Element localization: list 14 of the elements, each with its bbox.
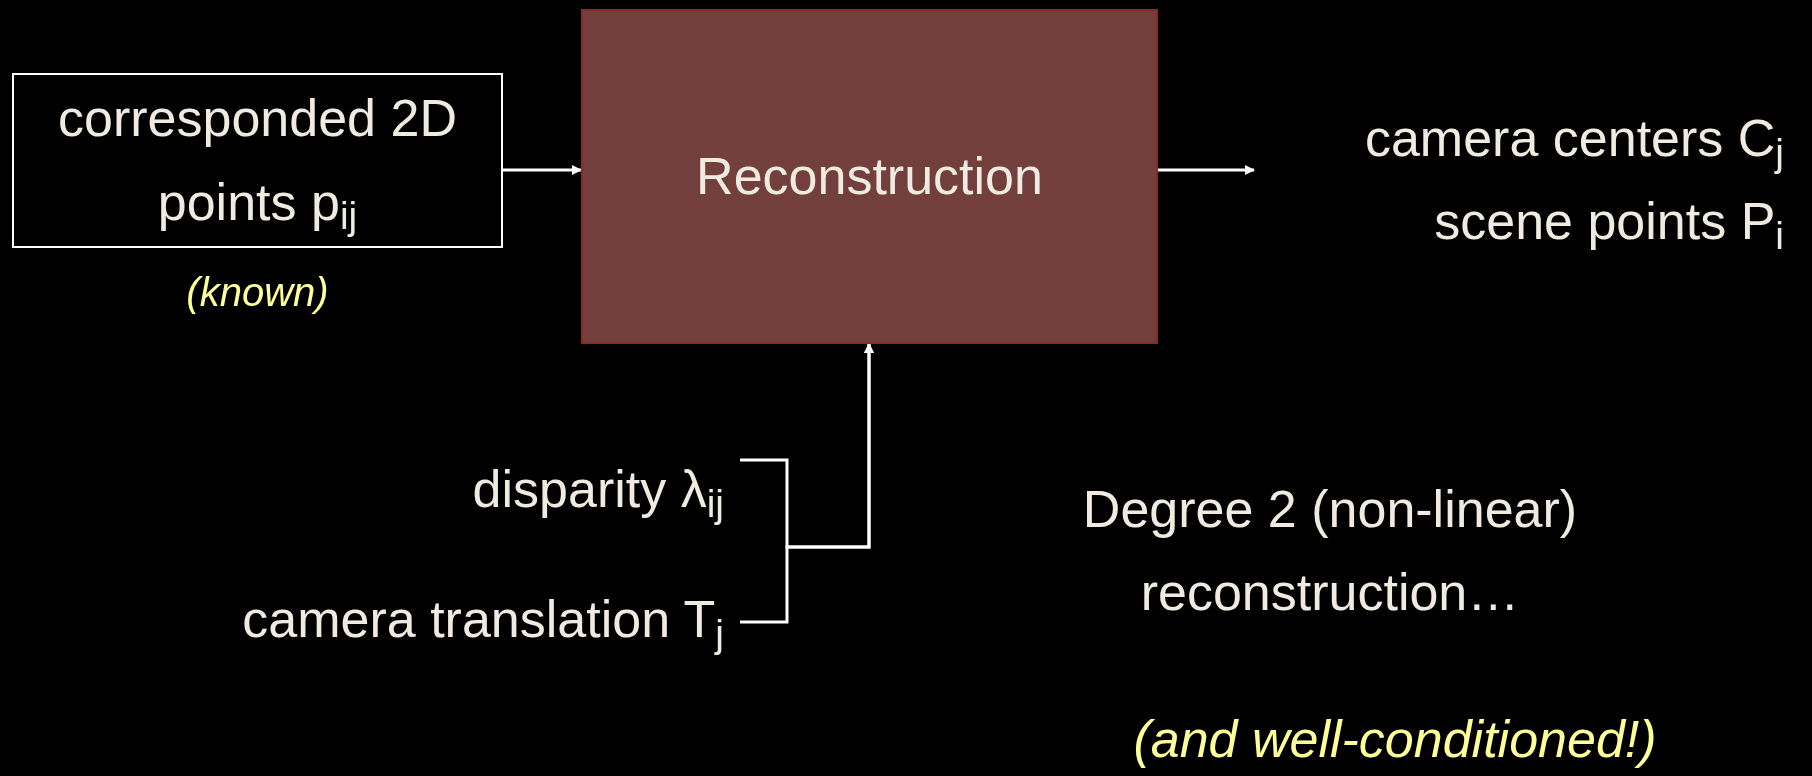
node-label: corresponded 2D points p$_{ij}$ bbox=[57, 88, 458, 240]
node-label: disparity λ$_{ij}$ bbox=[472, 459, 724, 528]
note-text: Degree 2 (non-linear) reconstruction… bbox=[1081, 479, 1579, 624]
note-text: (and well-conditioned!) bbox=[1132, 709, 1658, 770]
process-box bbox=[581, 9, 1158, 344]
node-label: Reconstruction bbox=[696, 145, 1043, 207]
arrow bbox=[1158, 165, 1255, 175]
caption-text: (known) bbox=[185, 269, 330, 316]
node-label: camera translation T$_{j}$ bbox=[242, 589, 724, 658]
input-box bbox=[12, 73, 503, 248]
arrow bbox=[740, 343, 874, 624]
node-label: camera centers C$_{j}$ bbox=[1364, 107, 1784, 176]
arrow bbox=[503, 165, 582, 175]
node-label: scene points P$_{i}$ bbox=[1434, 191, 1784, 259]
